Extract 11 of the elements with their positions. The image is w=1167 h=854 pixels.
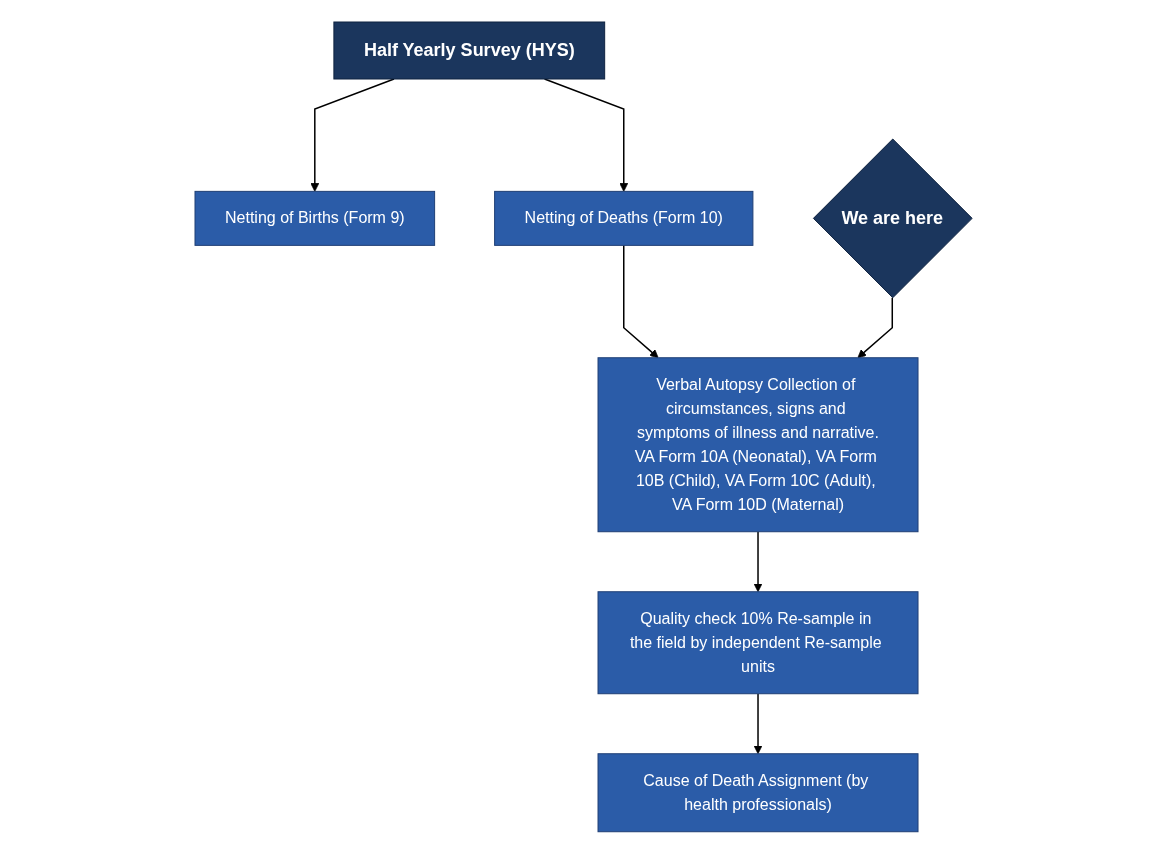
- node-box: Netting of Deaths (Form 10): [494, 191, 754, 246]
- arrow: [753, 531, 763, 593]
- node-box: Half Yearly Survey (HYS): [333, 21, 606, 80]
- arrow: [622, 244, 659, 359]
- node-box: Netting of Births (Form 9): [194, 191, 436, 246]
- node-box: Quality check 10% Re-sample in the field by independent Re-sample units: [597, 591, 919, 695]
- arrow: [857, 297, 893, 359]
- node-box: Cause of Death Assignment (by health professionals): [597, 753, 919, 833]
- node-diamond: We are here: [812, 138, 973, 299]
- node-box: Verbal Autopsy Collection of circumstances, signs and symptoms of illness and narrative. VA Form 10A (Neonatal), VA Form 10B (Child), VA Form 10C (Adult), VA Form 10D (Maternal): [597, 357, 919, 533]
- arrow: [753, 693, 763, 755]
